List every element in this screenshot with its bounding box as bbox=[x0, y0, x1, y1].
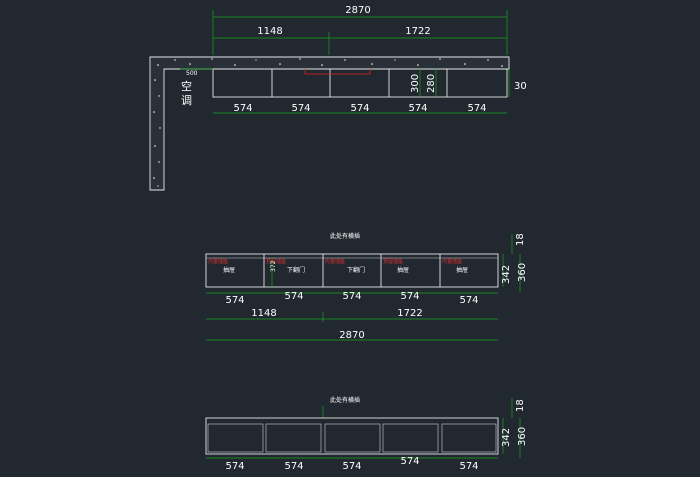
plan-left-width: 1148 bbox=[257, 26, 282, 37]
front-module-4: 574 bbox=[400, 291, 419, 302]
front-module-5: 574 bbox=[459, 295, 478, 306]
plan-height-300: 300 bbox=[410, 74, 421, 93]
front-red-note-4: 预留插座 bbox=[383, 258, 403, 265]
front-label-1: 抽屉 bbox=[223, 266, 235, 274]
front-red-note-2: 预留插座 bbox=[266, 258, 286, 265]
back-note-top: 此处有横插 bbox=[330, 396, 360, 404]
back-compartment-4 bbox=[382, 423, 439, 453]
concrete-wall bbox=[149, 56, 510, 191]
front-red-note-1: 内置插座 bbox=[208, 258, 228, 265]
concrete-speckles bbox=[153, 58, 503, 187]
back-module-1: 574 bbox=[225, 461, 244, 472]
front-right-width: 1722 bbox=[397, 308, 422, 319]
back-module-3: 574 bbox=[342, 461, 361, 472]
back-module-5: 574 bbox=[459, 461, 478, 472]
back-compartment-5 bbox=[441, 423, 497, 453]
back-h-360: 360 bbox=[517, 427, 528, 446]
front-top-18: 18 bbox=[515, 233, 526, 246]
plan-right-30: 30 bbox=[514, 81, 527, 92]
front-note-top: 此处有横插 bbox=[330, 232, 360, 240]
plan-red-mark bbox=[304, 69, 371, 75]
back-compartment-2 bbox=[265, 423, 322, 453]
front-cabinet-outline bbox=[205, 253, 499, 288]
front-red-note-5: 内置插座 bbox=[442, 258, 462, 265]
back-compartment-3 bbox=[324, 423, 381, 453]
back-elevation: 此处有横插 18 342 360 574 574 574 574 574 bbox=[205, 396, 528, 472]
front-label-4: 抽屉 bbox=[397, 266, 409, 274]
back-cabinet-outline bbox=[205, 417, 499, 455]
plan-total-width: 2870 bbox=[345, 5, 370, 16]
front-label-3: 下翻门 bbox=[347, 266, 365, 274]
back-h-342: 342 bbox=[501, 428, 512, 447]
plan-module-1: 574 bbox=[233, 103, 252, 114]
plan-depth-label: 500 bbox=[186, 70, 198, 77]
front-h-342: 342 bbox=[501, 265, 512, 284]
back-top-18: 18 bbox=[515, 399, 526, 412]
front-red-note-3: 内置插座 bbox=[325, 258, 345, 265]
front-label-2: 下翻门 bbox=[287, 266, 305, 274]
ac-label-char-2: 调 bbox=[181, 94, 192, 107]
back-compartment-1 bbox=[207, 423, 264, 453]
front-label-5: 抽屉 bbox=[456, 266, 468, 274]
front-module-1: 574 bbox=[225, 295, 244, 306]
plan-right-width: 1722 bbox=[405, 26, 430, 37]
back-module-4: 574 bbox=[400, 456, 419, 467]
back-module-2: 574 bbox=[284, 461, 303, 472]
front-elevation: 此处有横插 内置插座 预留插座 内置插座 预留插座 内置插座 抽屉 下翻门 下翻… bbox=[205, 232, 528, 341]
plan-module-3: 574 bbox=[350, 103, 369, 114]
front-left-width: 1148 bbox=[251, 308, 276, 319]
front-module-2: 574 bbox=[284, 291, 303, 302]
plan-view: 2870 1148 1722 500 空 调 bbox=[149, 5, 527, 191]
front-total-width: 2870 bbox=[339, 330, 364, 341]
plan-module-2: 574 bbox=[291, 103, 310, 114]
ac-label-char-1: 空 bbox=[181, 79, 192, 93]
front-h-360: 360 bbox=[517, 263, 528, 282]
plan-module-4: 574 bbox=[408, 103, 427, 114]
plan-module-5: 574 bbox=[467, 103, 486, 114]
plan-height-280: 280 bbox=[426, 74, 437, 93]
front-module-3: 574 bbox=[342, 291, 361, 302]
plan-cabinet-outline bbox=[212, 68, 508, 98]
front-small-372: 372 bbox=[270, 260, 277, 272]
